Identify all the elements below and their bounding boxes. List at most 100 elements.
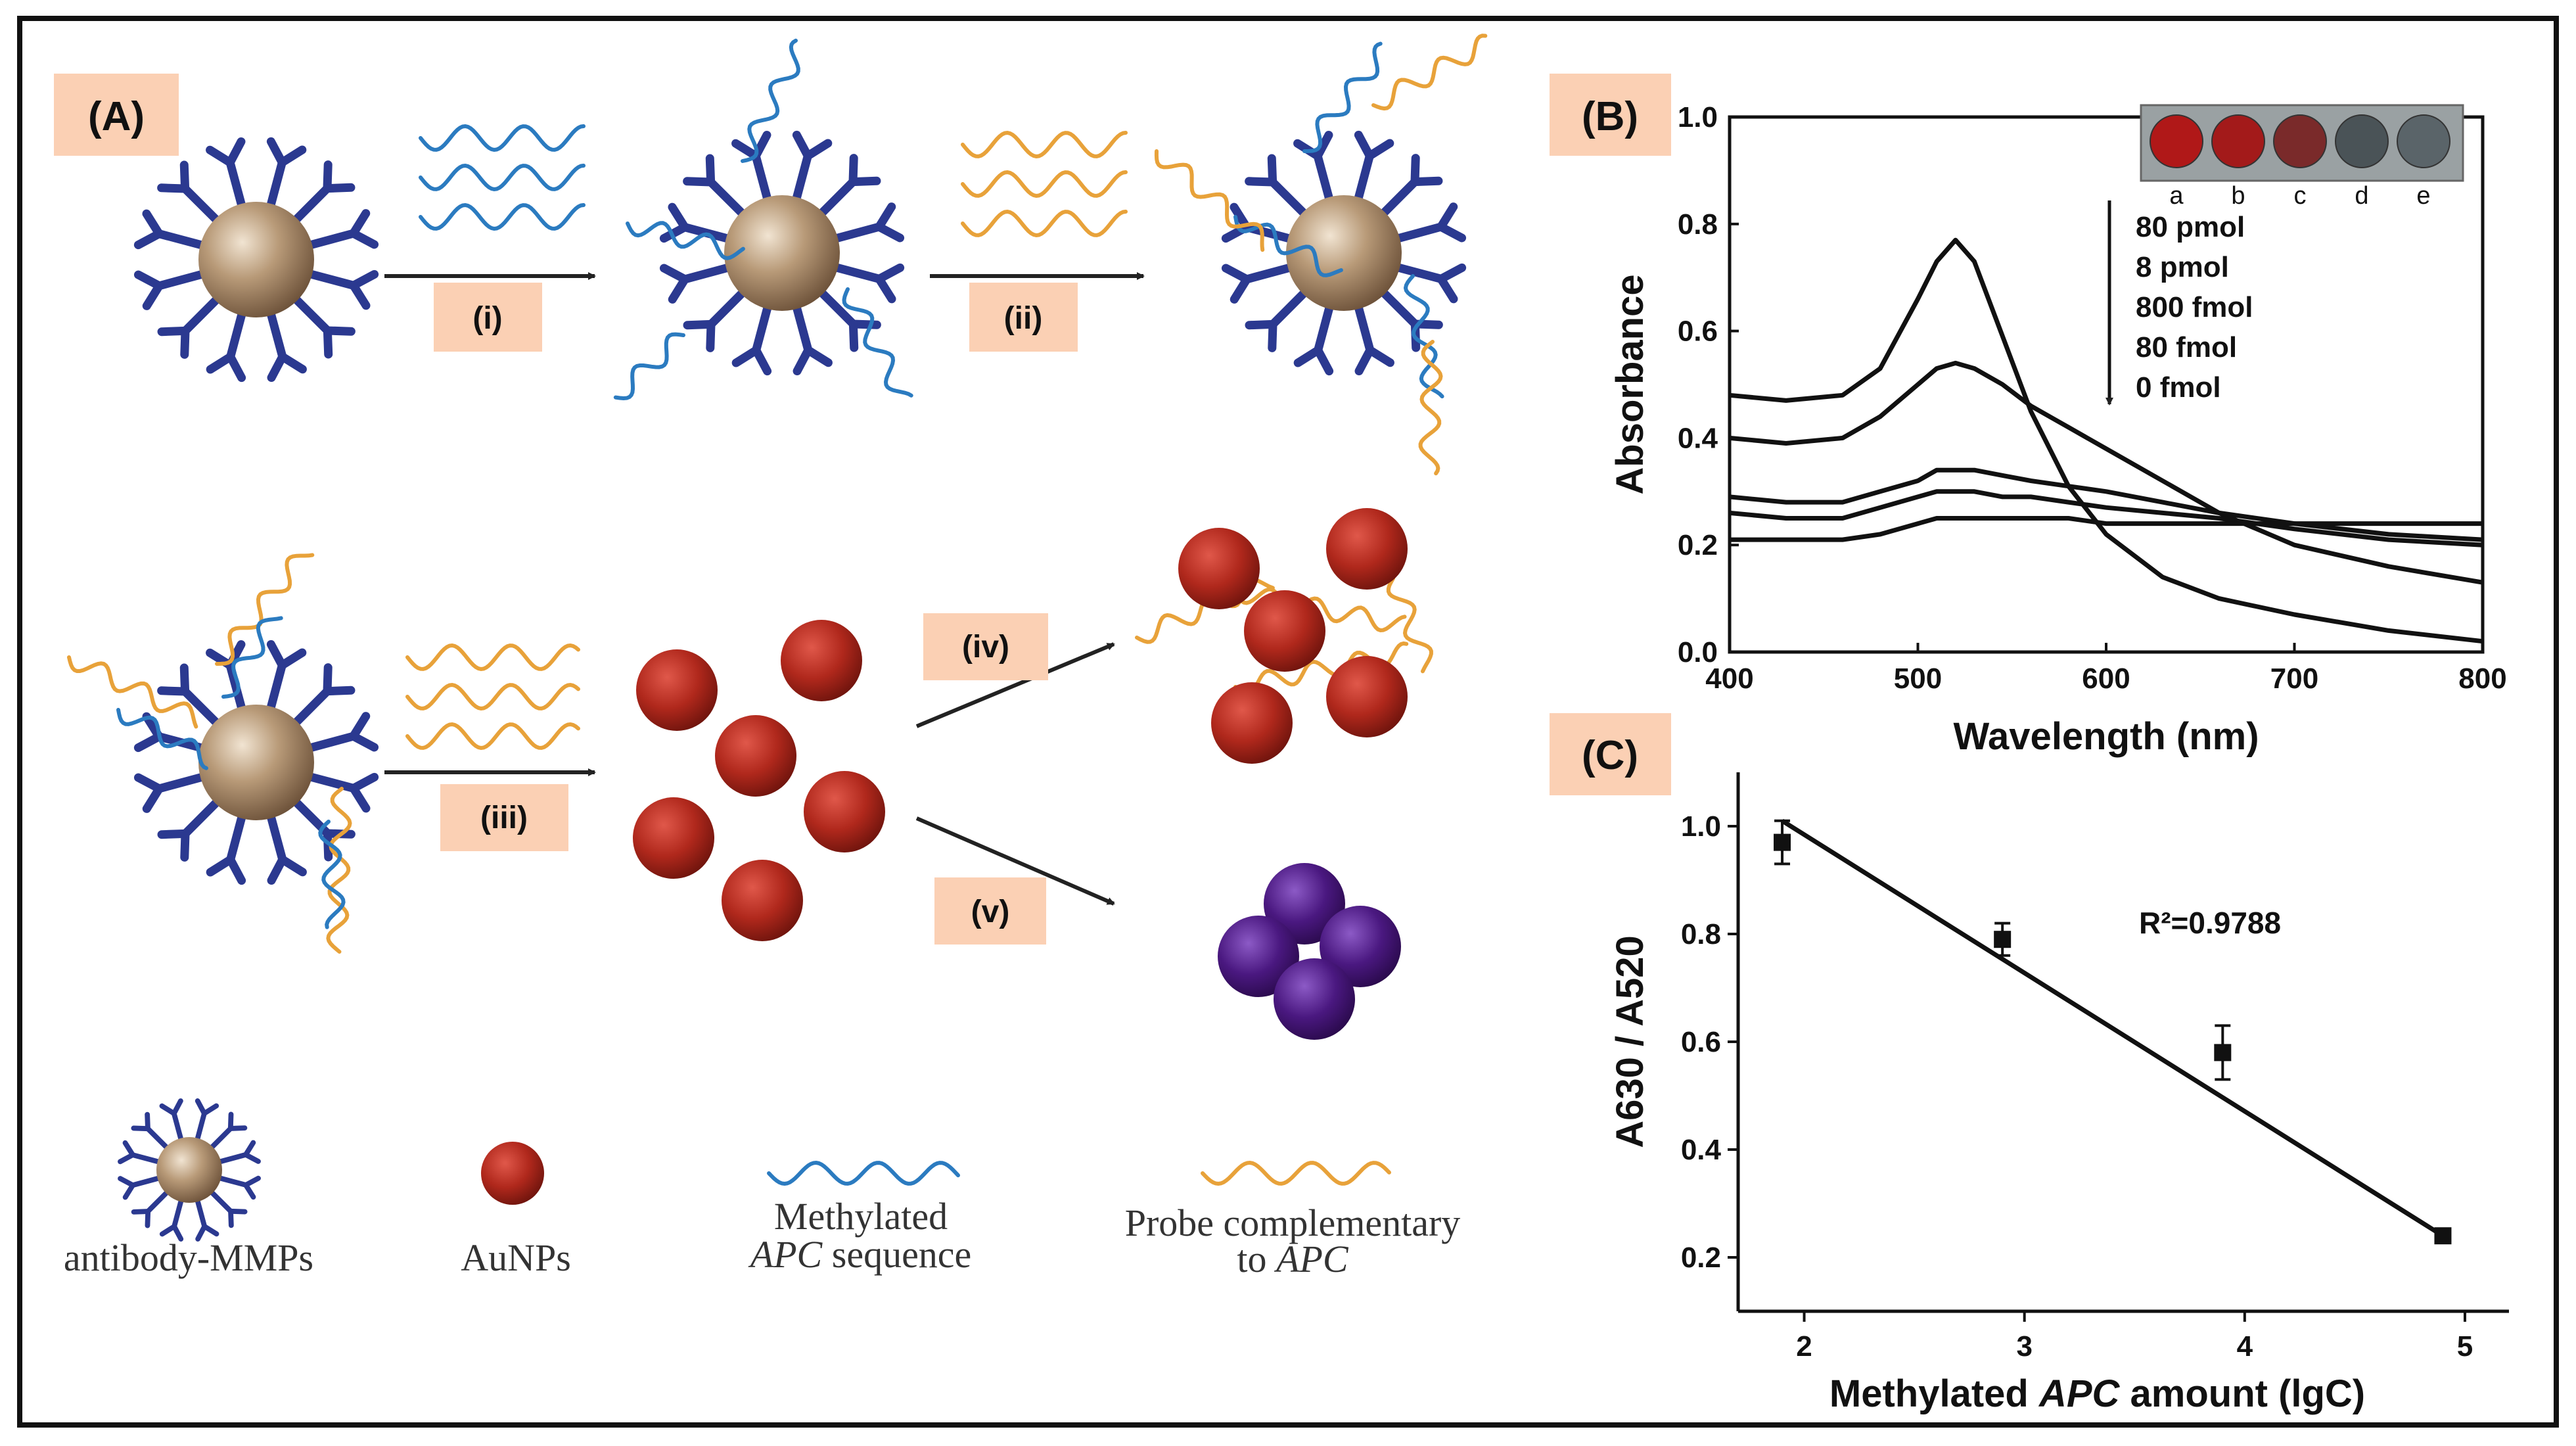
concentration-label: 80 fmol	[2136, 331, 2237, 363]
free-methylated-strand	[419, 163, 586, 192]
svg-text:(ii): (ii)	[1004, 301, 1043, 336]
hybridized-probe-strand	[1418, 340, 1443, 476]
antibody-arm	[142, 209, 164, 239]
antibody-arm	[1437, 274, 1458, 304]
legend-probe-line2: to APC	[1237, 1238, 1348, 1280]
well-b	[2211, 114, 2265, 168]
svg-text:(i): (i)	[472, 301, 502, 336]
antibody-arm	[227, 1125, 248, 1131]
aunp-particles	[481, 508, 1408, 1205]
antibody-arm	[731, 346, 761, 367]
hybridized-probe-strand	[1154, 149, 1265, 252]
bound-methylated-strand	[1403, 274, 1444, 399]
aggregated-aunp	[1274, 958, 1355, 1040]
bound-methylated-strand	[741, 38, 800, 163]
antibody-arm	[201, 1103, 219, 1116]
x-axis-label: Wavelength (nm)	[1953, 715, 2259, 758]
antibody-arm	[668, 202, 689, 232]
well-label: e	[2416, 182, 2430, 210]
panel-a: (A) (i) (ii) (iii) (iv) (v)	[54, 34, 1488, 1280]
antibody-arm	[793, 346, 813, 376]
fit-line	[1781, 818, 2445, 1238]
spectrum-series-5	[1730, 516, 2483, 542]
antibody-arm	[323, 686, 356, 696]
bound-methylated-strand	[842, 287, 913, 398]
x-tick-label: 700	[2270, 663, 2318, 695]
magnetic-microparticle	[156, 1137, 222, 1203]
antibody-arm	[179, 663, 190, 696]
antibody-arm	[349, 732, 379, 752]
well-d	[2335, 114, 2389, 168]
stabilized-aunp	[1326, 508, 1408, 590]
aunp	[636, 649, 718, 731]
well-a	[2150, 114, 2203, 168]
arrow-step-iv	[915, 642, 1115, 728]
y-tick-label: 0.0	[1678, 636, 1718, 668]
legend-mmp-label: antibody-MMPs	[64, 1236, 313, 1279]
legend-methylated-line1: Methylated	[774, 1195, 948, 1238]
panel-b-label: (B)	[1582, 94, 1638, 139]
antibody-arm	[277, 648, 307, 670]
x-tick-label: 5	[2457, 1330, 2473, 1363]
antibody-stem	[206, 1126, 233, 1153]
x-tick-label: 4	[2237, 1330, 2253, 1363]
free-probe-strand	[961, 170, 1128, 198]
antibody-arm	[1245, 319, 1277, 330]
antibody-arm	[1437, 222, 1467, 243]
antibody-stem	[130, 1175, 165, 1188]
aunp	[633, 797, 714, 879]
antibody-arm	[323, 183, 356, 193]
concentration-label: 800 fmol	[2136, 291, 2253, 323]
antibody-arm	[179, 160, 190, 193]
x-axis-label: Methylated APC amount (lgC)	[1829, 1372, 2365, 1415]
panel-a-label: (A)	[88, 94, 145, 139]
dna-strands	[67, 34, 1488, 1186]
y-tick-label: 0.8	[1678, 208, 1718, 241]
panel-b-label-box	[1550, 74, 1671, 156]
antibody-arm	[349, 783, 371, 813]
y-tick-label: 0.4	[1678, 422, 1718, 454]
concentration-label: 8 pmol	[2136, 251, 2229, 283]
y-tick-label: 0.2	[1681, 1242, 1721, 1274]
antibody-stem	[171, 1111, 185, 1146]
stabilized-aunp	[1326, 656, 1408, 737]
well-label: b	[2231, 182, 2245, 210]
panel-c-label-box	[1550, 713, 1671, 795]
mmp-with-target	[659, 130, 905, 376]
antibody-stem	[194, 1194, 208, 1229]
antibody-arm	[349, 281, 371, 310]
antibody-arm	[225, 137, 246, 167]
free-probe-strand	[961, 209, 1128, 238]
antibody-arm	[1293, 346, 1323, 367]
magnetic-microparticle	[198, 202, 314, 317]
x-tick-label: 400	[1705, 663, 1753, 695]
panel-c-label: (C)	[1582, 733, 1638, 778]
antibody-arm	[206, 855, 235, 877]
antibody-arm	[349, 229, 379, 249]
antibody-stem	[214, 1152, 248, 1165]
free-probe-strand	[405, 722, 580, 751]
legend-methylated-line2: APC sequence	[748, 1233, 972, 1276]
y-axis-label: A630 / A520	[1609, 935, 1651, 1148]
step-label-v: (v)	[934, 877, 1046, 945]
magnetic-microparticle	[724, 195, 840, 311]
step-label-ii: (ii)	[969, 283, 1078, 352]
mmp-with-target-and-probe	[1221, 130, 1467, 376]
step-label-i: (i)	[434, 283, 542, 352]
y-tick-label: 0.2	[1678, 529, 1718, 561]
aggregated-aunp	[1218, 916, 1299, 997]
stabilized-aunp	[1178, 528, 1260, 609]
bound-methylated-strand	[116, 708, 208, 770]
hybridized-probe-strand	[215, 553, 315, 666]
antibody-stem	[194, 1111, 207, 1146]
data-point-1	[1774, 833, 1791, 851]
adsorbed-probe-strand	[1233, 587, 1407, 633]
step-label-iv: (iv)	[923, 613, 1048, 680]
antibody-arm	[159, 1224, 177, 1237]
antibody-stem	[214, 1175, 248, 1188]
legend-probe-line1: Probe complementary	[1125, 1201, 1461, 1244]
spectrum-series-1	[1729, 237, 2483, 644]
antibody-arm	[133, 773, 164, 793]
magnetic-microparticle	[1286, 195, 1402, 311]
